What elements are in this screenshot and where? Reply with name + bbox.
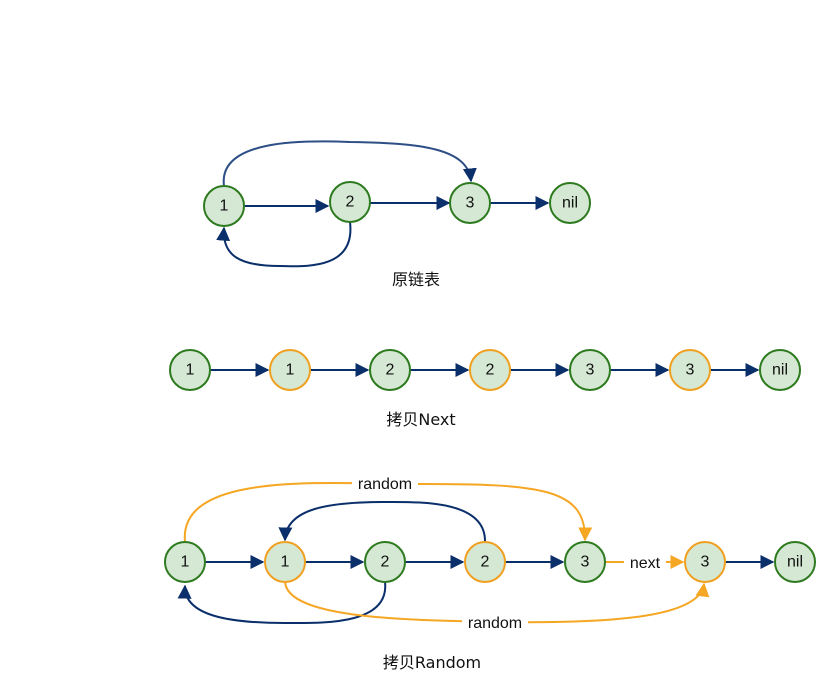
list-node: nil xyxy=(549,182,591,224)
label-bg xyxy=(462,611,528,633)
section-caption: 拷贝Random xyxy=(383,653,481,672)
list-node: nil xyxy=(759,349,801,391)
node-value: 1 xyxy=(281,554,290,571)
section-caption: 原链表 xyxy=(392,270,440,289)
list-node: nil xyxy=(774,541,816,583)
node-value: 2 xyxy=(386,362,395,379)
node-value: 3 xyxy=(586,362,595,379)
edge-label-random: random xyxy=(468,615,522,632)
node-value: 2 xyxy=(486,362,495,379)
node-value: nil xyxy=(562,195,578,212)
label-bg xyxy=(624,551,666,573)
copied-node: 1 xyxy=(264,541,306,583)
section-original-list: 1 2 3 nil 原链表 xyxy=(203,140,591,289)
list-node: 3 xyxy=(564,541,606,583)
node-value: 3 xyxy=(466,195,475,212)
list-node: 1 xyxy=(169,349,211,391)
node-value: nil xyxy=(787,554,803,571)
copied-node: 3 xyxy=(684,541,726,583)
label-bg xyxy=(352,472,418,494)
node-value: 1 xyxy=(181,554,190,571)
section-copy-next: 1 1 2 2 3 3 nil 拷贝Next xyxy=(169,349,801,429)
list-node: 3 xyxy=(569,349,611,391)
edge-random xyxy=(278,500,487,543)
node-value: 2 xyxy=(346,194,355,211)
node-value: 1 xyxy=(286,362,295,379)
node-value: 1 xyxy=(186,362,195,379)
list-node: 3 xyxy=(449,182,491,224)
node-value: 3 xyxy=(686,362,695,379)
section-copy-random: random random next 1 1 2 xyxy=(164,472,816,672)
edge-label-next: next xyxy=(630,555,661,572)
copied-node: 2 xyxy=(464,541,506,583)
edge-label-random: random xyxy=(358,476,412,493)
edge-random xyxy=(177,581,387,625)
node-value: 2 xyxy=(381,554,390,571)
node-value: nil xyxy=(772,362,788,379)
copied-node: 2 xyxy=(469,349,511,391)
edge-random xyxy=(216,221,352,268)
node-value: 3 xyxy=(581,554,590,571)
list-node: 2 xyxy=(369,349,411,391)
list-node: 1 xyxy=(203,185,245,227)
node-value: 2 xyxy=(481,554,490,571)
list-node: 2 xyxy=(329,181,371,223)
node-value: 1 xyxy=(220,198,229,215)
edge-random xyxy=(222,140,477,187)
copied-node: 3 xyxy=(669,349,711,391)
copied-node: 1 xyxy=(269,349,311,391)
node-value: 3 xyxy=(701,554,710,571)
list-node: 2 xyxy=(364,541,406,583)
section-caption: 拷贝Next xyxy=(386,410,455,429)
list-node: 1 xyxy=(164,541,206,583)
